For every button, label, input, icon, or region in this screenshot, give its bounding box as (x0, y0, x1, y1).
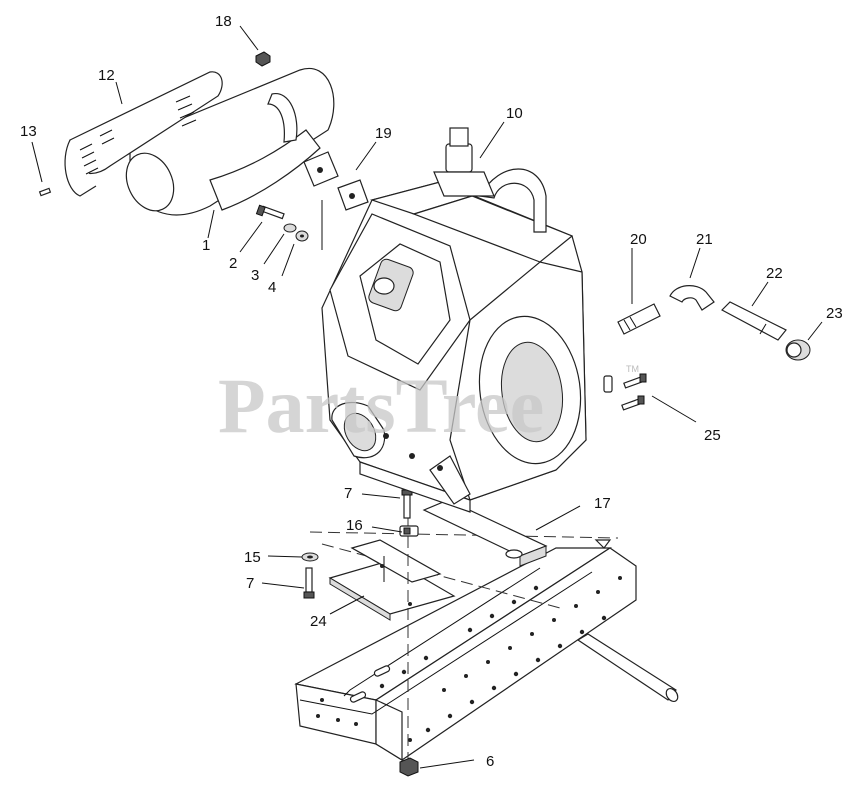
callout-19: 19 (375, 125, 392, 142)
callout-20: 20 (630, 231, 647, 248)
heat-shield-12 (64, 71, 223, 197)
callout-7-lower: 7 (246, 575, 254, 592)
callout-17: 17 (594, 495, 611, 512)
callout-21: 21 (696, 231, 713, 248)
svg-text:PartsTree: PartsTree (218, 362, 544, 449)
clip-16 (399, 525, 419, 537)
callouts: 18 12 13 19 10 1 2 3 4 20 21 22 23 25 7 … (20, 13, 843, 770)
chassis-frame (294, 531, 679, 762)
callout-12: 12 (98, 67, 115, 84)
nut-18 (255, 51, 271, 67)
mount-bracket-17 (422, 499, 612, 567)
watermark: PartsTree TM (218, 362, 639, 449)
muffler (125, 67, 369, 250)
exhaust-hardware-2-3-4 (255, 204, 309, 242)
pipe-22 (721, 301, 787, 341)
leader-lines (31, 25, 823, 769)
screw-13 (38, 187, 52, 197)
callout-23: 23 (826, 305, 843, 322)
engine (321, 127, 587, 513)
callout-2: 2 (229, 255, 237, 272)
callout-6: 6 (486, 753, 494, 770)
hardware-25 (603, 373, 647, 411)
callout-7-upper: 7 (344, 485, 352, 502)
bolt-7-lower (303, 567, 315, 599)
callout-16: 16 (346, 517, 363, 534)
elbow-21 (669, 285, 715, 311)
callout-13: 13 (20, 123, 37, 140)
svg-text:TM: TM (626, 364, 639, 374)
cap-23 (785, 339, 811, 361)
callout-4: 4 (268, 279, 276, 296)
nut-6 (399, 757, 419, 777)
frame-holes (316, 576, 622, 742)
callout-18: 18 (215, 13, 232, 30)
callout-25: 25 (704, 427, 721, 444)
callout-3: 3 (251, 267, 259, 284)
washer-15 (301, 552, 319, 562)
mount-plate-24 (328, 539, 456, 621)
shield-slots (79, 95, 197, 175)
callout-24: 24 (310, 613, 327, 630)
nipple-20 (617, 303, 661, 335)
bolt-7-upper (401, 489, 413, 519)
callout-22: 22 (766, 265, 783, 282)
callout-10: 10 (506, 105, 523, 122)
callout-15: 15 (244, 549, 261, 566)
callout-1: 1 (202, 237, 210, 254)
